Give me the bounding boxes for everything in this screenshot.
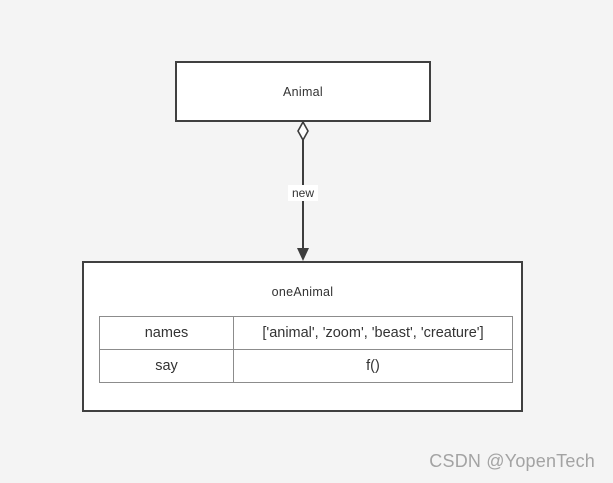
class-node-animal: Animal	[175, 61, 431, 122]
class-node-title: Animal	[282, 84, 323, 99]
attr-name-cell: names	[100, 317, 234, 349]
edge-label: new	[287, 185, 319, 201]
watermark-text: CSDN @YopenTech	[429, 451, 595, 471]
object-node-oneanimal: oneAnimal names ['animal', 'zoom', 'beas…	[82, 261, 523, 412]
attribute-table: names ['animal', 'zoom', 'beast', 'creat…	[99, 316, 513, 383]
attr-value-cell: f()	[366, 358, 380, 374]
attr-name-cell: say	[100, 350, 234, 382]
aggregation-diamond-icon	[297, 121, 309, 141]
object-node-title: oneAnimal	[271, 285, 334, 299]
arrowhead-icon	[297, 248, 309, 261]
attr-value-cell: ['animal', 'zoom', 'beast', 'creature']	[262, 325, 484, 341]
table-row: names ['animal', 'zoom', 'beast', 'creat…	[100, 317, 512, 349]
table-row: say f()	[100, 349, 512, 382]
